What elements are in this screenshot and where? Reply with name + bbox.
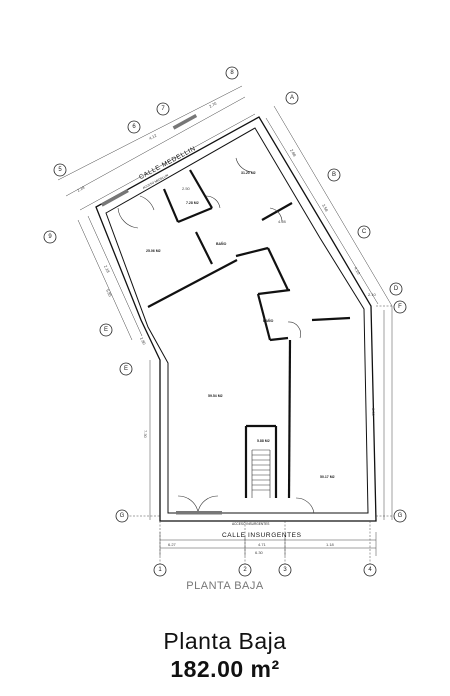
access-label-bottom: ACCESO INSURGENTES: [232, 522, 269, 526]
grid-bubble-7: 7: [156, 102, 170, 116]
dimension-label: 6.27: [168, 542, 177, 547]
dimension-label: 2.70: [208, 100, 218, 108]
grid-bubble-B: B: [327, 168, 341, 182]
svg-text:B: B: [332, 172, 336, 178]
room-area-main-hall: 59.54 M2: [208, 394, 223, 398]
dimension-lines-right: [265, 105, 393, 520]
dimension-label: 2.18: [103, 264, 111, 274]
dimension-label: 3.58: [321, 203, 330, 213]
stair-treads: [251, 449, 271, 498]
dimension-label: 1.80: [139, 336, 147, 346]
svg-text:1: 1: [158, 567, 162, 573]
floor-area: 182.00 m²: [170, 656, 280, 682]
dimension-label: 1.18: [326, 542, 335, 547]
access-top-threshold: [100, 188, 129, 207]
dimension-label: 2.50: [182, 186, 191, 191]
interior-walls: [147, 169, 351, 499]
grid-bubble-2: 2: [238, 563, 252, 577]
grid-bubble-8: 8: [225, 66, 239, 80]
dimension-label: 4.28: [278, 219, 287, 224]
dimension-label: 8.30: [371, 408, 376, 417]
svg-text:F: F: [398, 304, 402, 310]
access-top-threshold-2: [172, 113, 198, 130]
grid-axis-leaders: [126, 305, 398, 566]
svg-text:5: 5: [58, 167, 62, 173]
access-bottom-threshold: [176, 511, 222, 515]
grid-bubble-G-right: G: [393, 509, 407, 523]
dimension-label: 4.71: [258, 542, 267, 547]
svg-text:D: D: [394, 286, 399, 292]
grid-bubble-9: 9: [43, 230, 57, 244]
door-swings: [117, 157, 315, 514]
room-label-bath-lower: BAÑO: [263, 318, 274, 323]
dimension-label: 4.12: [148, 132, 158, 140]
svg-text:3: 3: [283, 567, 287, 573]
grid-bubble-G: G: [115, 509, 129, 523]
dimension-label: 2.88: [289, 148, 298, 158]
svg-text:G: G: [398, 513, 403, 519]
dimension-label: 4.10: [353, 266, 362, 276]
grid-bubble-1: 1: [153, 563, 167, 577]
dimension-label: 6.30: [255, 550, 264, 555]
room-area-stair: 5.88 M2: [257, 439, 270, 443]
street-label-bottom: CALLE INSURGENTES: [222, 532, 302, 539]
svg-text:G: G: [120, 513, 125, 519]
grid-bubble-3: 3: [278, 563, 292, 577]
svg-text:C: C: [362, 229, 367, 235]
svg-text:6: 6: [132, 124, 136, 130]
grid-bubble-D: D: [389, 282, 403, 296]
svg-text:A: A: [290, 95, 294, 101]
svg-text:8: 8: [230, 70, 234, 76]
dimension-label: 2.10: [368, 292, 377, 297]
dimension-lines-left: [77, 215, 151, 520]
svg-text:2: 2: [243, 567, 247, 573]
grid-bubble-F: F: [393, 300, 407, 314]
svg-text:E: E: [104, 327, 108, 333]
room-area-bedroom-left: 25.06 M2: [146, 249, 161, 253]
room-area-closet: 7.28 M2: [186, 201, 199, 205]
svg-text:7: 7: [161, 106, 165, 112]
dimension-label: 7.30: [143, 430, 148, 439]
room-label-bath-upper: BAÑO: [216, 241, 227, 246]
room-area-right-lower: 50.17 M2: [320, 475, 335, 479]
svg-text:E: E: [124, 366, 128, 372]
grid-bubble-E-lower: E: [119, 362, 133, 376]
dimension-lines-top: [57, 85, 256, 211]
dimension-label: 2.18: [76, 184, 86, 192]
svg-text:9: 9: [48, 234, 52, 240]
svg-text:4: 4: [368, 567, 372, 573]
floor-title: Planta Baja: [163, 628, 287, 654]
grid-bubble-5: 5: [53, 163, 67, 177]
grid-bubbles: 1 2 3 4 5 6 7 8 9 A B C D E F G G E: [43, 66, 407, 577]
dimension-label: 5.85: [105, 288, 113, 298]
grid-bubble-6: 6: [127, 120, 141, 134]
grid-bubble-C: C: [357, 225, 371, 239]
exterior-walls: [95, 116, 377, 522]
floor-plan-drawing: CALLE MEDELLIN ACCESO MEDELLIN CALLE INS…: [43, 66, 407, 577]
grid-bubble-A: A: [285, 91, 299, 105]
plan-caption: PLANTA BAJA: [186, 580, 264, 592]
grid-bubble-E: E: [99, 323, 113, 337]
grid-bubble-4: 4: [363, 563, 377, 577]
room-area-right-upper: 31.20 M2: [241, 171, 256, 175]
